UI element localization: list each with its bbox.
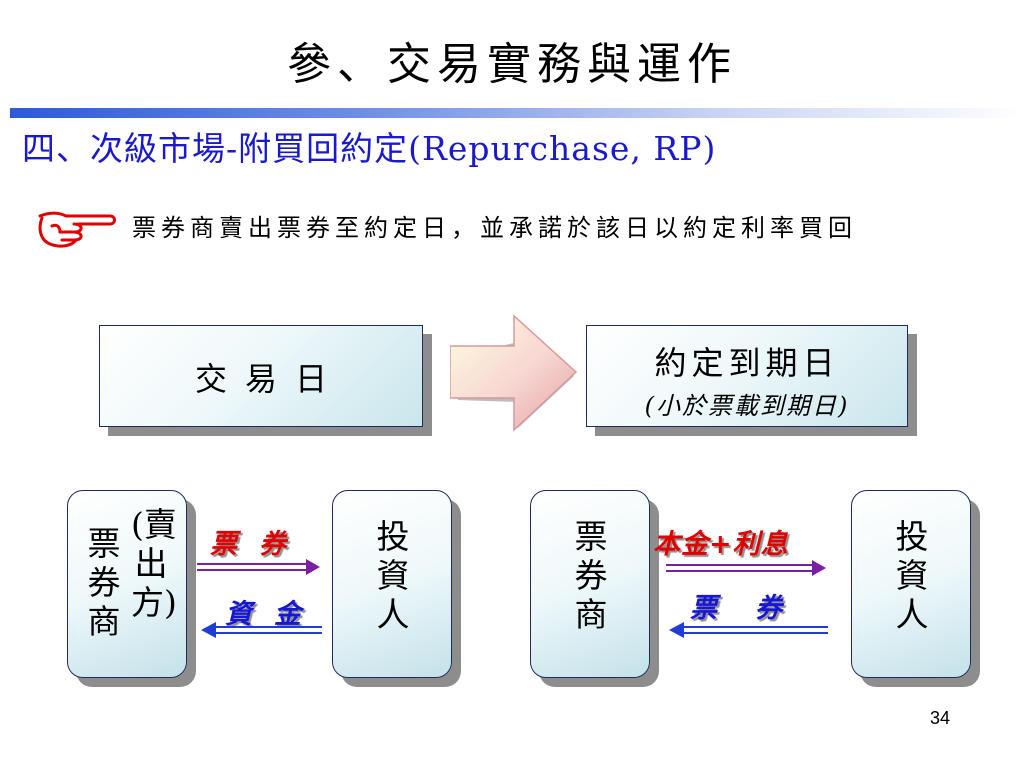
- section-subtitle: 四、次級市場-附買回約定(Repurchase, RP): [22, 129, 717, 168]
- maturity-day-note: (小於票載到期日): [644, 392, 850, 420]
- investor-box-trade-day: 投資人: [332, 490, 452, 678]
- investor-label: 投資人: [895, 517, 929, 634]
- arrow-to-investor-trade-day: [197, 559, 320, 575]
- bills-flow-label: 票券: [210, 529, 308, 560]
- right-arrow-icon: [450, 314, 578, 432]
- principal-interest-flow-label: 本金+利息: [653, 529, 789, 560]
- dealer-label: 票券商: [87, 524, 121, 641]
- trade-day-label: 交易日: [194, 360, 345, 398]
- bullet-text: 票券商賣出票券至約定日，並承諾於該日以約定利率買回: [132, 214, 857, 242]
- dealer-box-maturity: 票券商: [530, 490, 650, 678]
- maturity-day-box: 約定到期日 (小於票載到期日): [586, 325, 908, 427]
- dealer-role-label: (賣出方): [131, 505, 177, 622]
- dealer-box-trade-day: (賣出方) 票券商: [67, 490, 187, 678]
- investor-box-maturity: 投資人: [851, 490, 971, 678]
- maturity-day-label: 約定到期日: [654, 344, 840, 382]
- dealer-label: 票券商: [574, 517, 608, 634]
- arrow-to-dealer-maturity: [669, 622, 828, 638]
- pointing-hand-icon: [38, 211, 116, 248]
- funds-flow-label: 資金: [225, 599, 323, 630]
- slide-title: 參、交易實務與運作: [287, 39, 737, 90]
- arrow-to-investor-maturity: [666, 560, 826, 576]
- title-rule: [10, 108, 1024, 118]
- page-number: 34: [930, 708, 951, 728]
- trade-day-box: 交易日: [99, 325, 423, 427]
- bills-flow-label: 票券: [690, 593, 820, 624]
- arrow-to-dealer-trade-day: [201, 622, 322, 638]
- investor-label: 投資人: [376, 517, 410, 634]
